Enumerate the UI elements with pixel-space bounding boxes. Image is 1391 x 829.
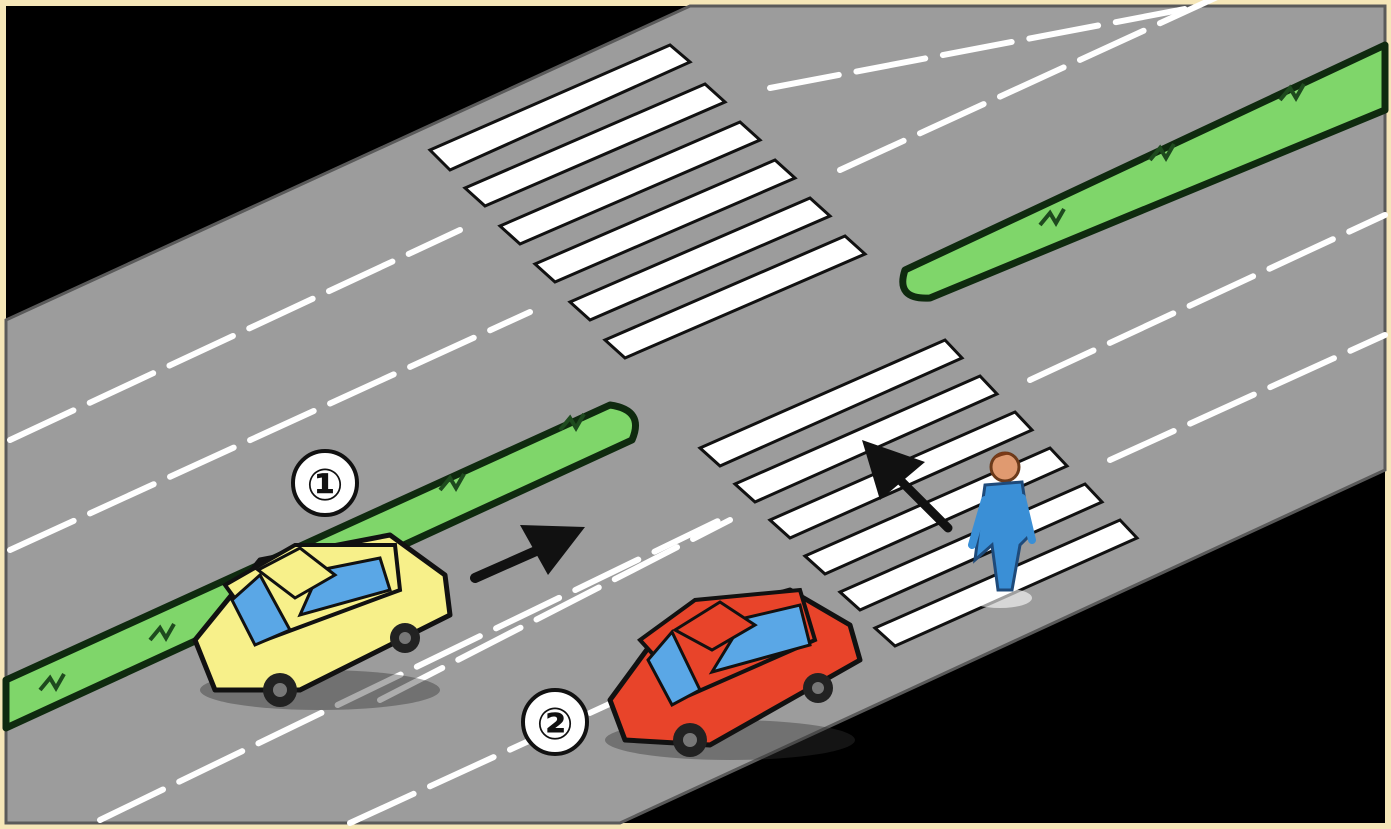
car-label-badge-2: ② (523, 690, 587, 754)
badge-2-text: ② (536, 699, 573, 750)
car-label-badge-1: ① (293, 451, 357, 515)
badge-1-text: ① (306, 460, 343, 511)
